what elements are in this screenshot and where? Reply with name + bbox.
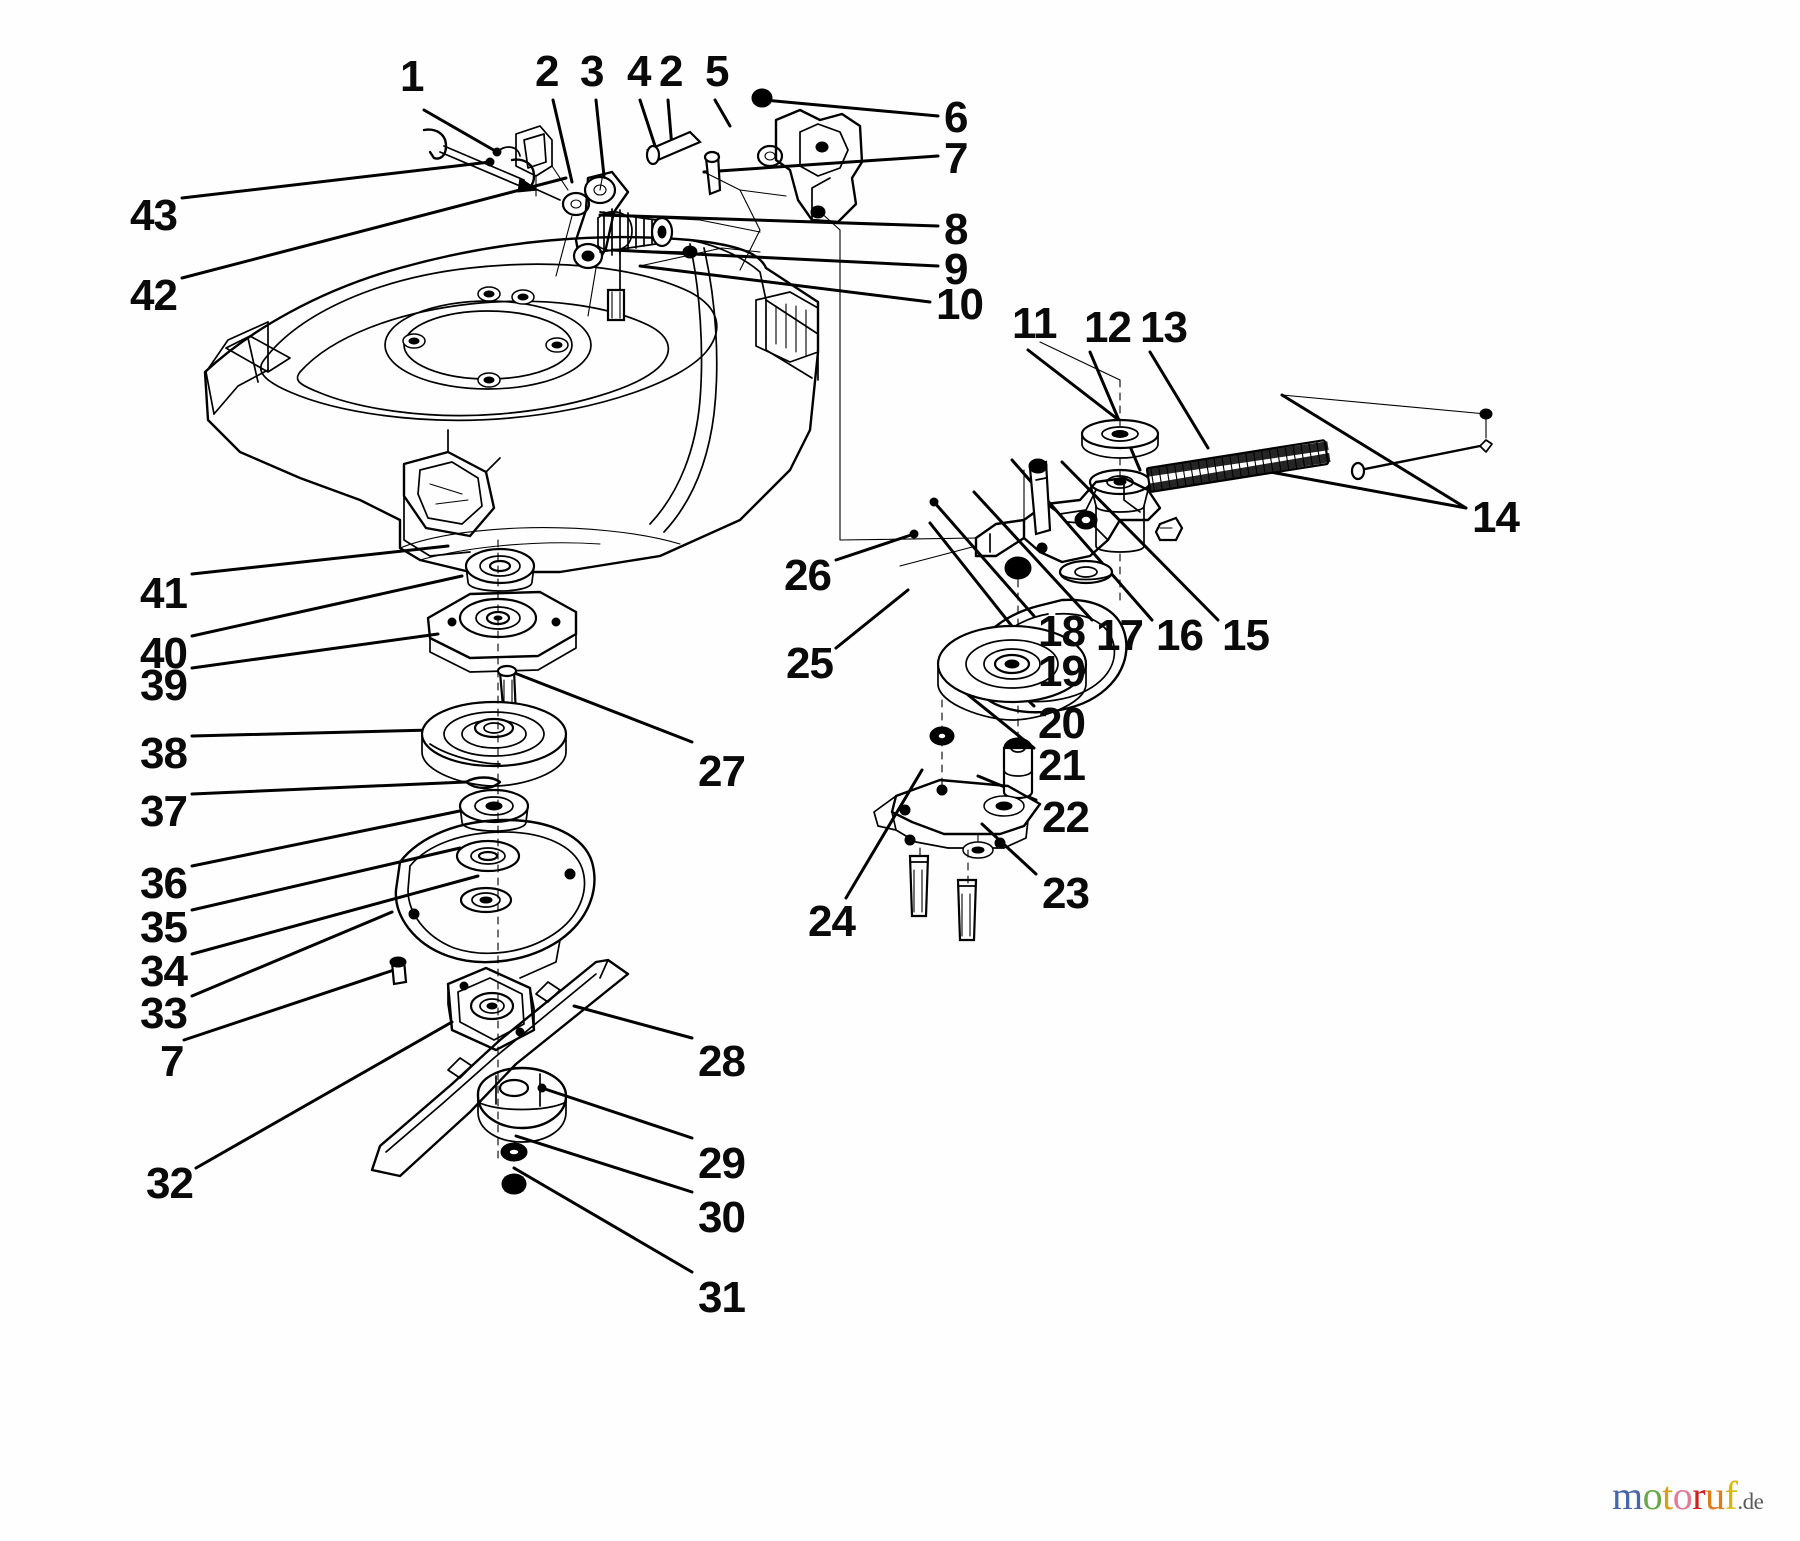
callout-34: 34 — [140, 947, 188, 996]
callout-40: 40 — [140, 629, 188, 678]
callout-10: 10 — [936, 280, 984, 329]
spindle-pulley-stack — [389, 539, 596, 1161]
wm-letter-u: u — [1705, 1473, 1725, 1518]
callout-20: 20 — [1038, 699, 1086, 748]
callout-22: 22 — [1042, 793, 1090, 842]
callout-31: 31 — [698, 1273, 746, 1322]
wm-letter-o2: o — [1672, 1473, 1693, 1518]
callout-12: 12 — [1084, 303, 1132, 352]
callout-17: 17 — [1096, 611, 1144, 660]
callout-36: 36 — [140, 859, 188, 908]
callout-43: 43 — [130, 191, 178, 240]
wm-letter-o1: o — [1642, 1473, 1663, 1518]
callout-3: 3 — [580, 47, 605, 96]
callout-38: 38 — [140, 729, 188, 778]
callout-25: 25 — [786, 639, 834, 688]
callout-30: 30 — [698, 1193, 746, 1242]
callout-11: 11 — [1012, 299, 1058, 348]
callout-13: 13 — [1140, 303, 1188, 352]
callout-7b: 7 — [160, 1037, 185, 1086]
wm-suffix: .de — [1737, 1489, 1764, 1514]
callout-27: 27 — [698, 747, 746, 796]
wm-letter-f: f — [1724, 1473, 1738, 1518]
idler-arm-linkage — [422, 88, 864, 322]
callout-33: 33 — [140, 989, 188, 1038]
idler-spacer-stack — [1039, 341, 1493, 601]
callout-39: 39 — [140, 661, 188, 710]
motoruf-watermark: motoruf.de — [1612, 1473, 1764, 1518]
cutting-blade-and-adapter — [370, 958, 630, 1195]
callout-21: 21 — [1038, 741, 1086, 790]
callout-18: 18 — [1038, 607, 1086, 656]
callout-16: 16 — [1156, 611, 1204, 660]
callout-1: 1 — [400, 52, 425, 101]
callout-23: 23 — [1042, 869, 1090, 918]
callout-19: 19 — [1038, 647, 1086, 696]
callout-6: 6 — [944, 93, 969, 142]
callout-9: 9 — [944, 245, 969, 294]
callout-42: 42 — [130, 271, 178, 320]
callout-4: 4 — [627, 47, 652, 96]
callout-24: 24 — [808, 897, 856, 946]
callout-2a: 2 — [535, 47, 560, 96]
callout-32: 32 — [146, 1159, 194, 1208]
wm-letter-r: r — [1692, 1473, 1706, 1518]
callout-26: 26 — [784, 551, 832, 600]
callout-28: 28 — [698, 1037, 746, 1086]
callout-15: 15 — [1222, 611, 1270, 660]
callout-14: 14 — [1472, 493, 1520, 542]
callout-29: 29 — [698, 1139, 746, 1188]
callout-2b: 2 — [659, 47, 684, 96]
idler-pulley-assembly — [839, 283, 1162, 942]
callout-35: 35 — [140, 903, 188, 952]
callout-41: 41 — [140, 569, 188, 618]
callout-8: 8 — [944, 205, 969, 254]
callout-5: 5 — [705, 47, 730, 96]
mower-deck-housing — [203, 235, 820, 574]
callout-37: 37 — [140, 787, 188, 836]
callout-7a: 7 — [944, 134, 969, 183]
wm-letter-t: t — [1662, 1473, 1673, 1518]
wm-letter-m: m — [1612, 1473, 1643, 1518]
